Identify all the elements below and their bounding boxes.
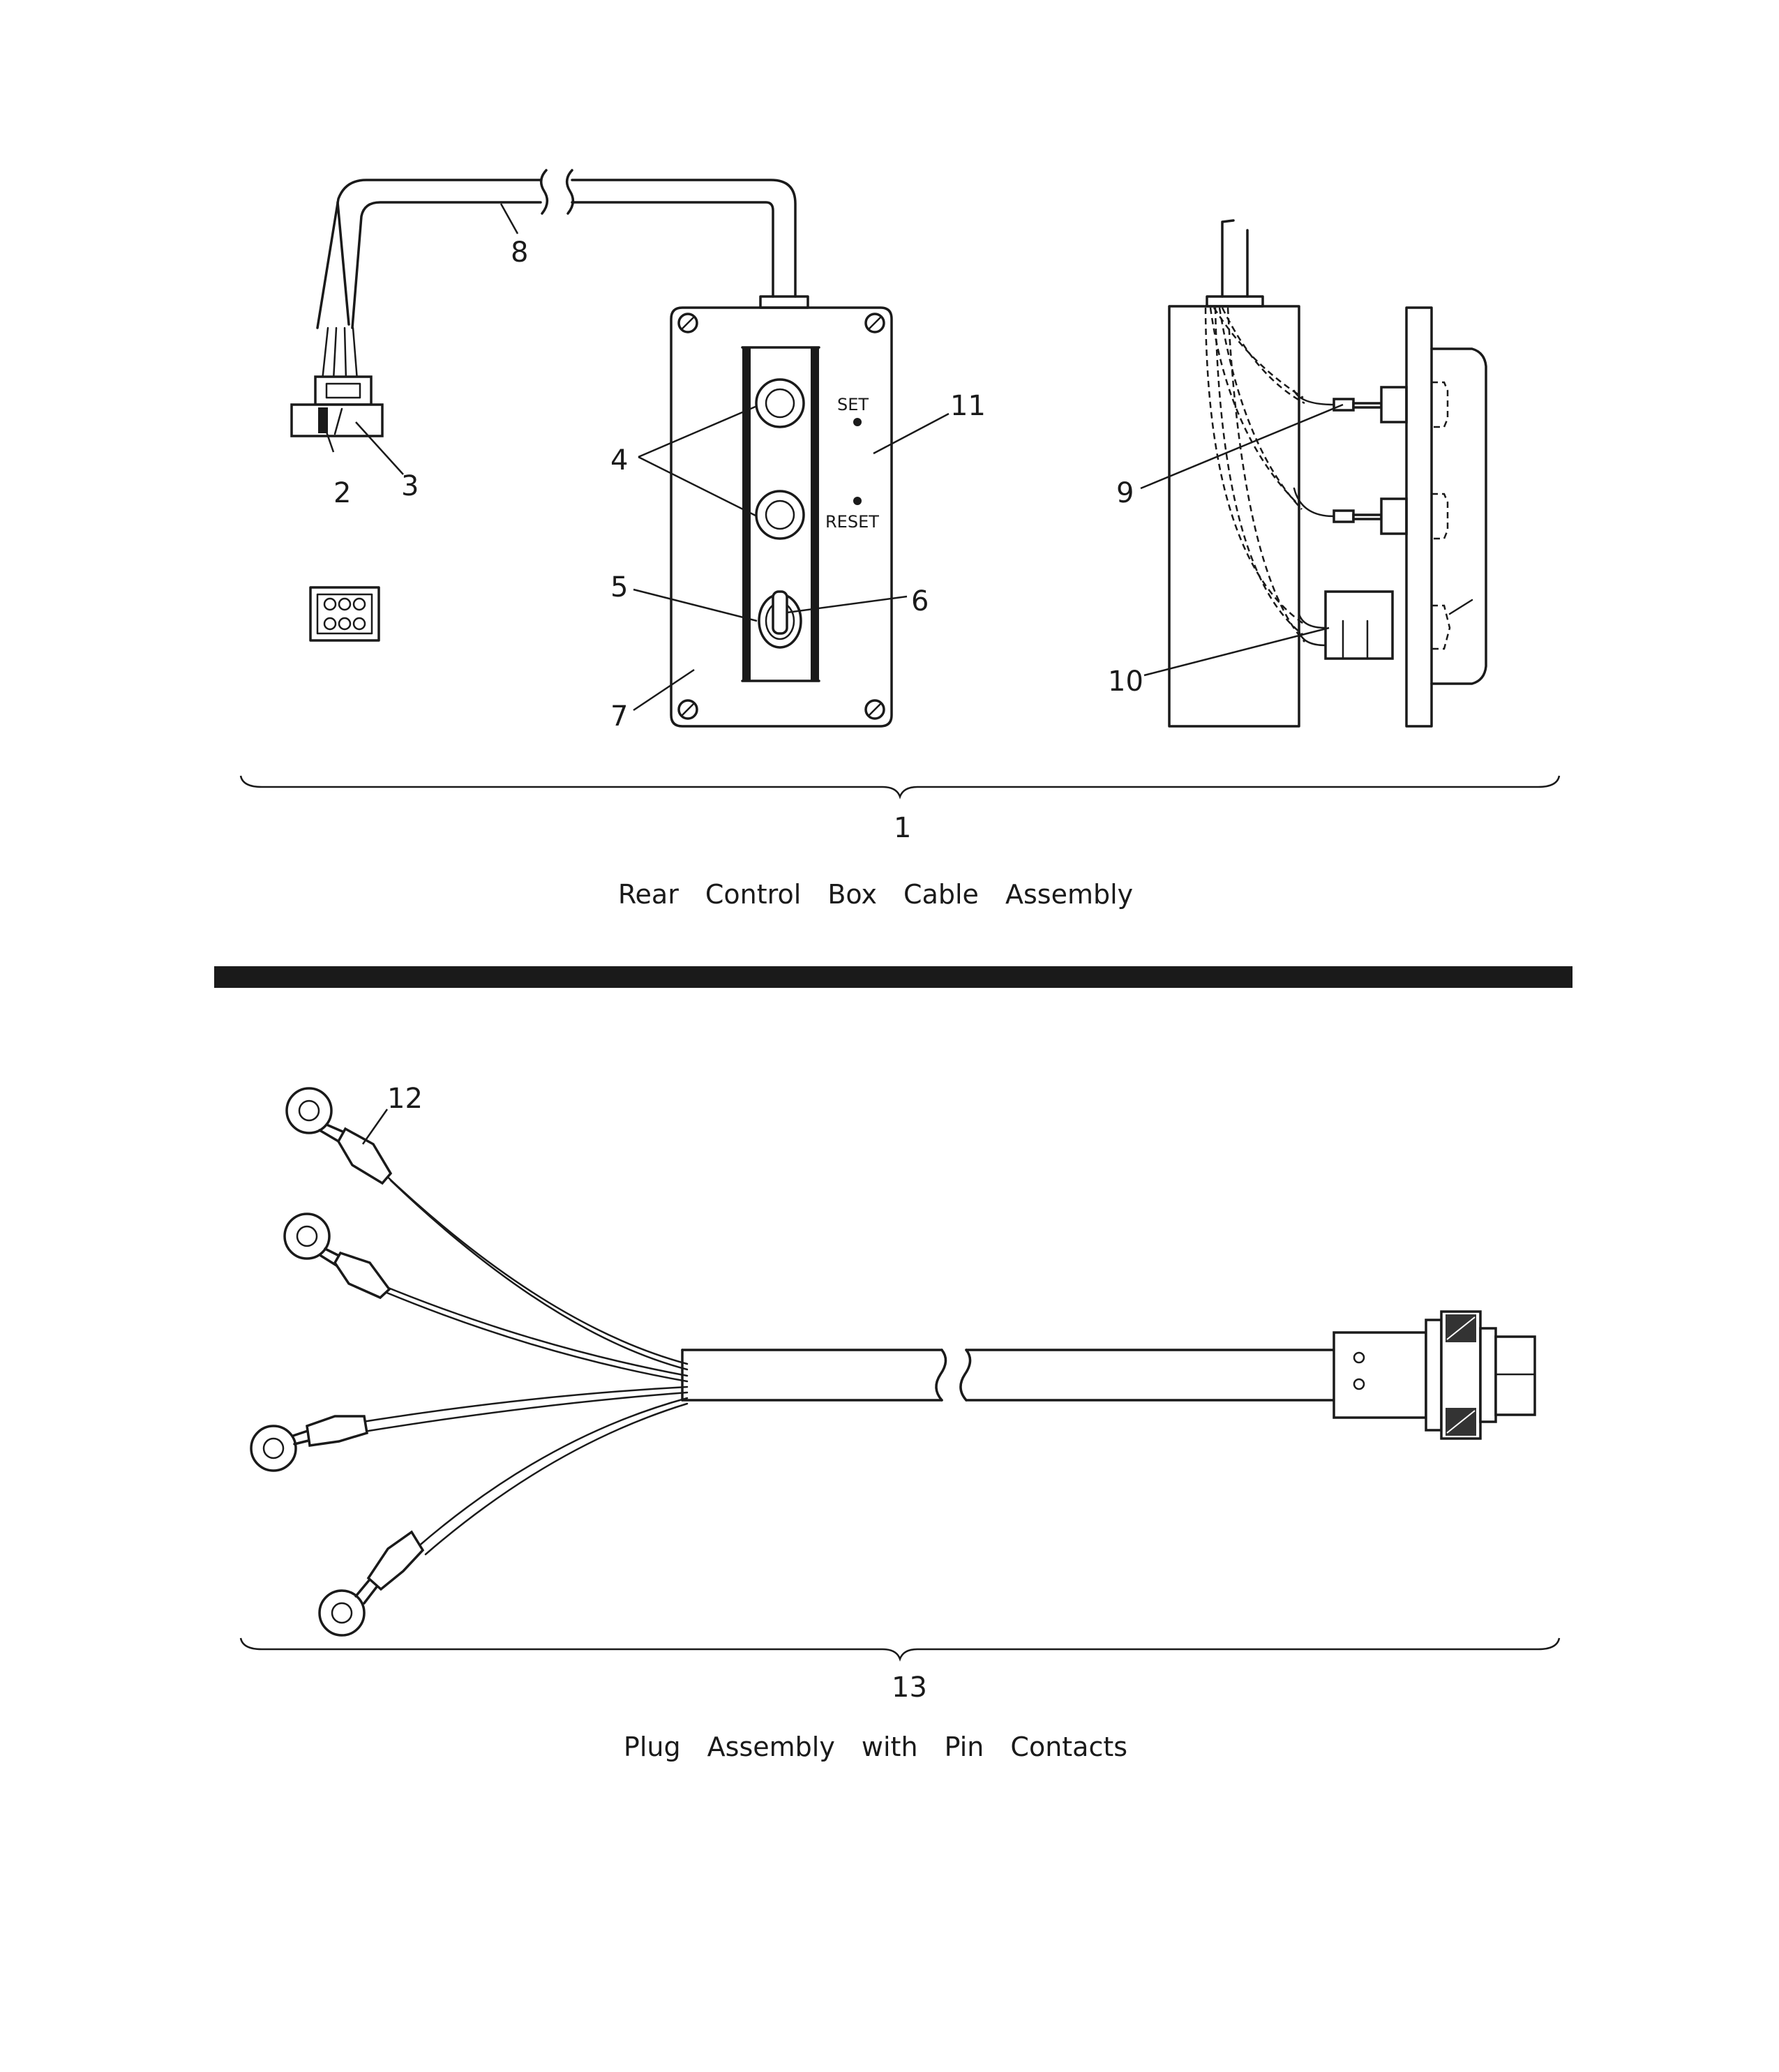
- callout-5: 5: [610, 571, 628, 603]
- connector-face: [309, 586, 380, 642]
- top-caption: Rear Control Box Cable Assembly: [618, 879, 1133, 910]
- callout-6: 6: [911, 585, 929, 617]
- plug-connector: [1333, 1310, 1536, 1440]
- callout-2: 2: [333, 477, 351, 509]
- assembly-brace: [239, 775, 1561, 799]
- cable: [316, 169, 797, 329]
- callout-10: 10: [1108, 666, 1143, 698]
- control-box-side: [1168, 219, 1487, 728]
- bottom-caption: Plug Assembly with Pin Contacts: [624, 1732, 1127, 1762]
- callout-8: 8: [511, 237, 528, 269]
- callout-7: 7: [610, 700, 628, 733]
- callout-12: 12: [387, 1083, 423, 1115]
- leader-12: [361, 1109, 389, 1145]
- ring-terminal-1: [285, 1087, 393, 1185]
- ring-terminal-3: [250, 1415, 368, 1472]
- set-label: SET: [837, 395, 869, 414]
- ring-terminal-4: [318, 1530, 425, 1637]
- callout-9: 9: [1116, 477, 1134, 509]
- connector: [290, 326, 384, 437]
- plug-brace: [239, 1637, 1561, 1662]
- ring-terminal-2: [283, 1213, 391, 1300]
- leader-lines: [321, 203, 1344, 712]
- section-divider: [214, 966, 1572, 988]
- callout-1: 1: [894, 812, 911, 844]
- callout-11: 11: [950, 390, 986, 422]
- callout-4: 4: [610, 444, 628, 476]
- wires: [361, 1171, 689, 1556]
- cable-jacket: [681, 1349, 1335, 1402]
- control-box-front: [670, 295, 893, 728]
- reset-label: RESET: [825, 512, 879, 532]
- plug-assembly-with-pin-contacts: 12 13 Plug Assembly with Pin Contacts: [239, 1083, 1561, 1762]
- rear-control-box-cable-assembly: SET RESET: [239, 169, 1561, 910]
- callout-3: 3: [401, 470, 419, 502]
- callout-13: 13: [892, 1672, 927, 1704]
